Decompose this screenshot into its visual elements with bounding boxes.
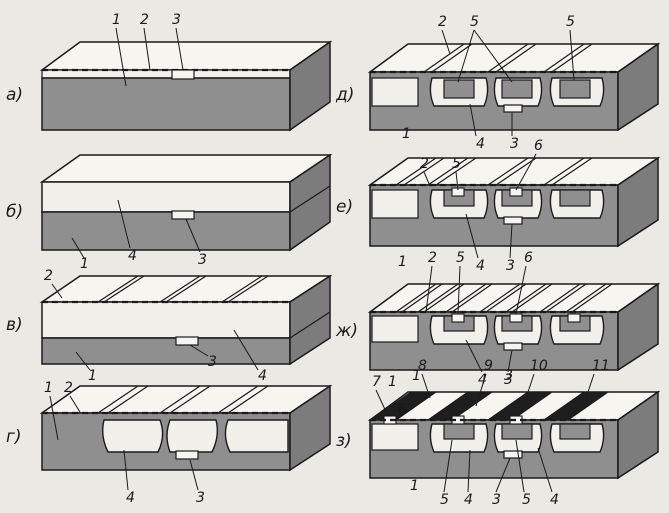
panel-g: г) 1 2 4 3 (6, 380, 333, 506)
callout-6: 6 (534, 138, 543, 154)
panel-b: б) 1 4 3 (6, 153, 333, 272)
callout-1: 1 (112, 12, 121, 28)
callout-4: 4 (126, 490, 135, 506)
callout-5: 5 (452, 156, 461, 172)
callout-5: 5 (566, 14, 575, 30)
callout-1: 1 (412, 368, 421, 384)
callout-3: 3 (504, 368, 513, 384)
callout-2: 2 (420, 156, 429, 172)
callout-2: 2 (64, 380, 73, 396)
panel-label-g: г) (6, 427, 22, 447)
callout-4: 4 (258, 368, 267, 384)
callout-1: 1 (410, 478, 419, 494)
callout-6: 6 (524, 250, 533, 266)
panel-label-v: в) (6, 315, 23, 335)
callout-2: 2 (44, 268, 53, 284)
panel-zh: ж) 2 5 6 1 4 3 (335, 250, 661, 388)
callout-11: 11 (592, 358, 610, 374)
callout-5: 5 (456, 250, 465, 266)
callout-5: 5 (470, 14, 479, 30)
callout-4: 4 (550, 492, 559, 508)
callout-3: 3 (504, 372, 513, 388)
callout-3: 3 (198, 252, 207, 268)
callout-10: 10 (530, 358, 548, 374)
callout-4: 4 (464, 492, 473, 508)
callout-8: 8 (418, 358, 427, 374)
callout-2: 2 (438, 14, 447, 30)
callout-1: 1 (44, 380, 53, 396)
callout-3: 3 (196, 490, 205, 506)
callout-1: 1 (402, 126, 411, 142)
callout-1: 1 (80, 256, 89, 272)
panel-a: а) 1 2 3 (6, 12, 333, 132)
panel-e: е) 2 5 6 1 4 3 (336, 138, 661, 274)
callout-9: 9 (484, 358, 493, 374)
callout-3: 3 (506, 258, 515, 274)
panel-label-e: е) (336, 197, 353, 217)
callout-4: 4 (476, 258, 485, 274)
callout-3: 3 (172, 12, 181, 28)
callout-7: 7 (372, 374, 381, 390)
panel-v: в) 2 1 3 4 (6, 268, 333, 384)
callout-4: 4 (478, 372, 487, 388)
callout-3: 3 (208, 354, 217, 370)
panel-label-zh: ж) (335, 321, 358, 341)
callout-2: 2 (428, 250, 437, 266)
callout-5: 5 (522, 492, 531, 508)
callout-1: 1 (88, 368, 97, 384)
callout-4: 4 (476, 136, 485, 152)
callout-3: 3 (510, 136, 519, 152)
panel-z: з) 7 8 9 3 10 11 1 6 1 5 4 3 5 4 (336, 358, 661, 508)
panel-label-b: б) (6, 202, 23, 222)
callout-5: 5 (440, 492, 449, 508)
panel-label-z: з) (336, 431, 352, 451)
callout-2: 2 (140, 12, 149, 28)
panel-d: д) 2 5 5 1 4 3 (335, 14, 661, 152)
callout-6: 6 (398, 402, 407, 418)
callout-1: 1 (388, 374, 397, 390)
panel-label-d: д) (335, 85, 354, 105)
callout-4: 4 (128, 248, 137, 264)
panel-label-a: а) (6, 85, 23, 105)
callout-1: 1 (398, 254, 407, 270)
callout-3: 3 (492, 492, 501, 508)
